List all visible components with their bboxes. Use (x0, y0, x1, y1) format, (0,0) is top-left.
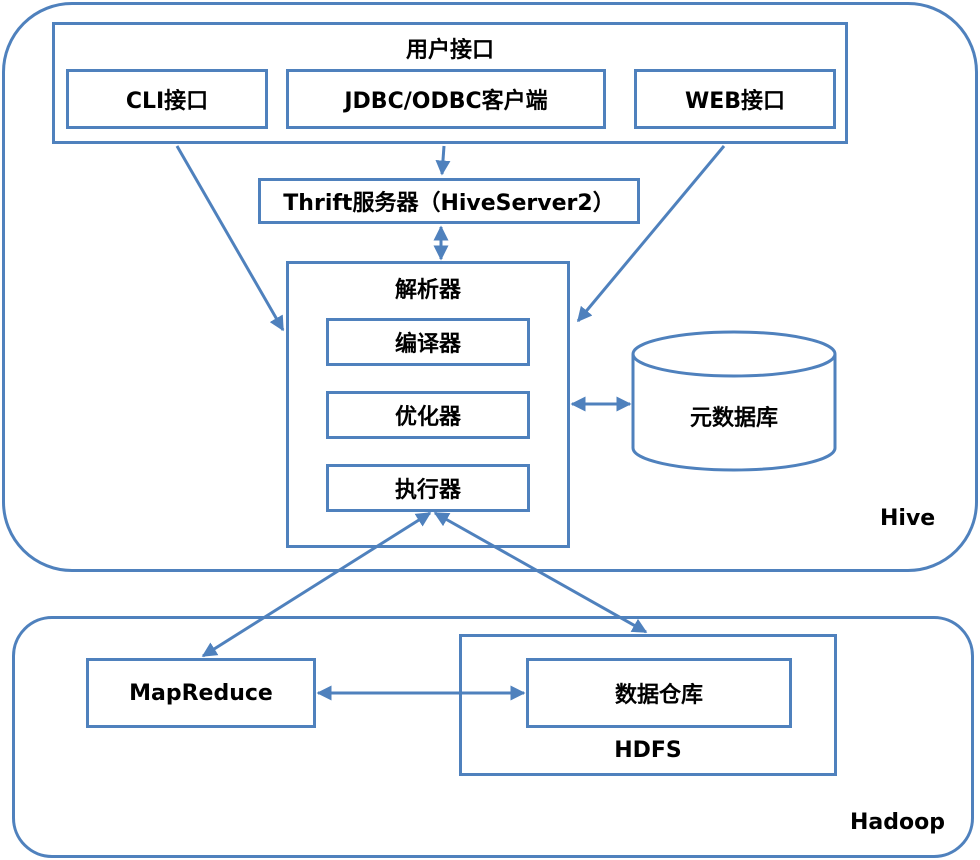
mapreduce-box: MapReduce (86, 658, 316, 728)
executor-box: 执行器 (326, 464, 530, 512)
compiler-box: 编译器 (326, 318, 530, 366)
thrift-server-box: Thrift服务器（HiveServer2） (258, 178, 640, 224)
hdfs-label: HDFS (614, 738, 682, 763)
hive-label: Hive (880, 506, 936, 531)
web-interface-box: WEB接口 (634, 69, 836, 129)
optimizer-box: 优化器 (326, 391, 530, 439)
user-interface-title: 用户接口 (405, 38, 494, 63)
hadoop-label: Hadoop (850, 810, 945, 835)
parser-title: 解析器 (394, 278, 461, 303)
cli-interface-box: CLI接口 (66, 69, 268, 129)
jdbc-odbc-client-box: JDBC/ODBC客户端 (286, 69, 606, 129)
metastore-label: 元数据库 (689, 406, 778, 431)
data-warehouse-box: 数据仓库 (526, 658, 792, 728)
